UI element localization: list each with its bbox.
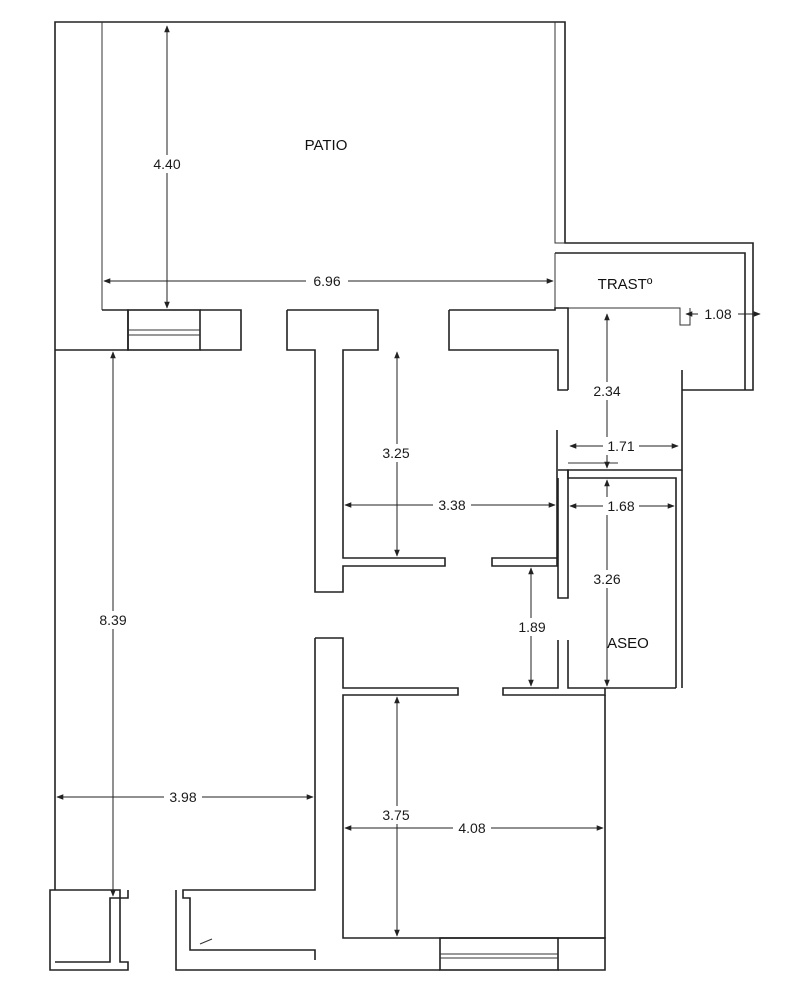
room-labels: PATIO TRASTº ASEO xyxy=(305,137,653,652)
dim-label-aseo-width: 1.68 xyxy=(607,498,634,514)
dim-label-patio-height: 4.40 xyxy=(153,156,180,172)
pencil-mark xyxy=(199,938,213,945)
patio-inner-wall-right xyxy=(554,22,565,244)
top-wall-right xyxy=(449,307,569,390)
t-wall xyxy=(286,309,446,593)
divider-wall-left xyxy=(182,638,316,960)
dim-label-aseo-height: 3.26 xyxy=(593,571,620,587)
left-outer-wall xyxy=(49,350,129,971)
bottom-wall-right xyxy=(558,937,606,971)
aseo-door-wall xyxy=(502,640,606,696)
room-label-patio: PATIO xyxy=(305,137,348,154)
dim-label-corridor-height: 2.34 xyxy=(593,383,620,399)
dim-label-room-width: 3.38 xyxy=(438,497,465,513)
dim-label-patio-width: 6.96 xyxy=(313,273,340,289)
aseo-wall xyxy=(567,640,676,689)
top-wall-left xyxy=(55,309,129,351)
dim-label-hall-height: 1.89 xyxy=(518,619,545,635)
label-backgrounds xyxy=(94,155,738,837)
corridor-door-jamb xyxy=(491,430,558,567)
dim-label-bedroom-height: 3.75 xyxy=(382,807,409,823)
dim-label-bedroom-width: 4.08 xyxy=(458,820,485,836)
hall-wall xyxy=(448,310,568,391)
trastero-wall xyxy=(555,252,746,390)
dimension-labels: 4.40 6.96 1.08 2.34 1.71 3.25 3.38 1.68 … xyxy=(99,156,731,836)
room-label-aseo: ASEO xyxy=(607,635,649,652)
room-label-trastero: TRASTº xyxy=(598,276,653,293)
walls xyxy=(49,21,754,971)
dim-label-corridor-width: 1.71 xyxy=(607,438,634,454)
bottom-wall xyxy=(175,890,440,971)
dim-label-trastero-width: 1.08 xyxy=(704,306,731,322)
bottom-left-wall xyxy=(55,890,129,963)
dim-label-left-height: 8.39 xyxy=(99,612,126,628)
dim-label-room-height: 3.25 xyxy=(382,445,409,461)
dim-label-left-width: 3.98 xyxy=(169,789,196,805)
trastero-left-wall xyxy=(554,253,691,326)
top-wall-mid xyxy=(200,309,242,351)
divider-wall xyxy=(315,637,606,939)
aseo-left-wall xyxy=(557,469,569,599)
